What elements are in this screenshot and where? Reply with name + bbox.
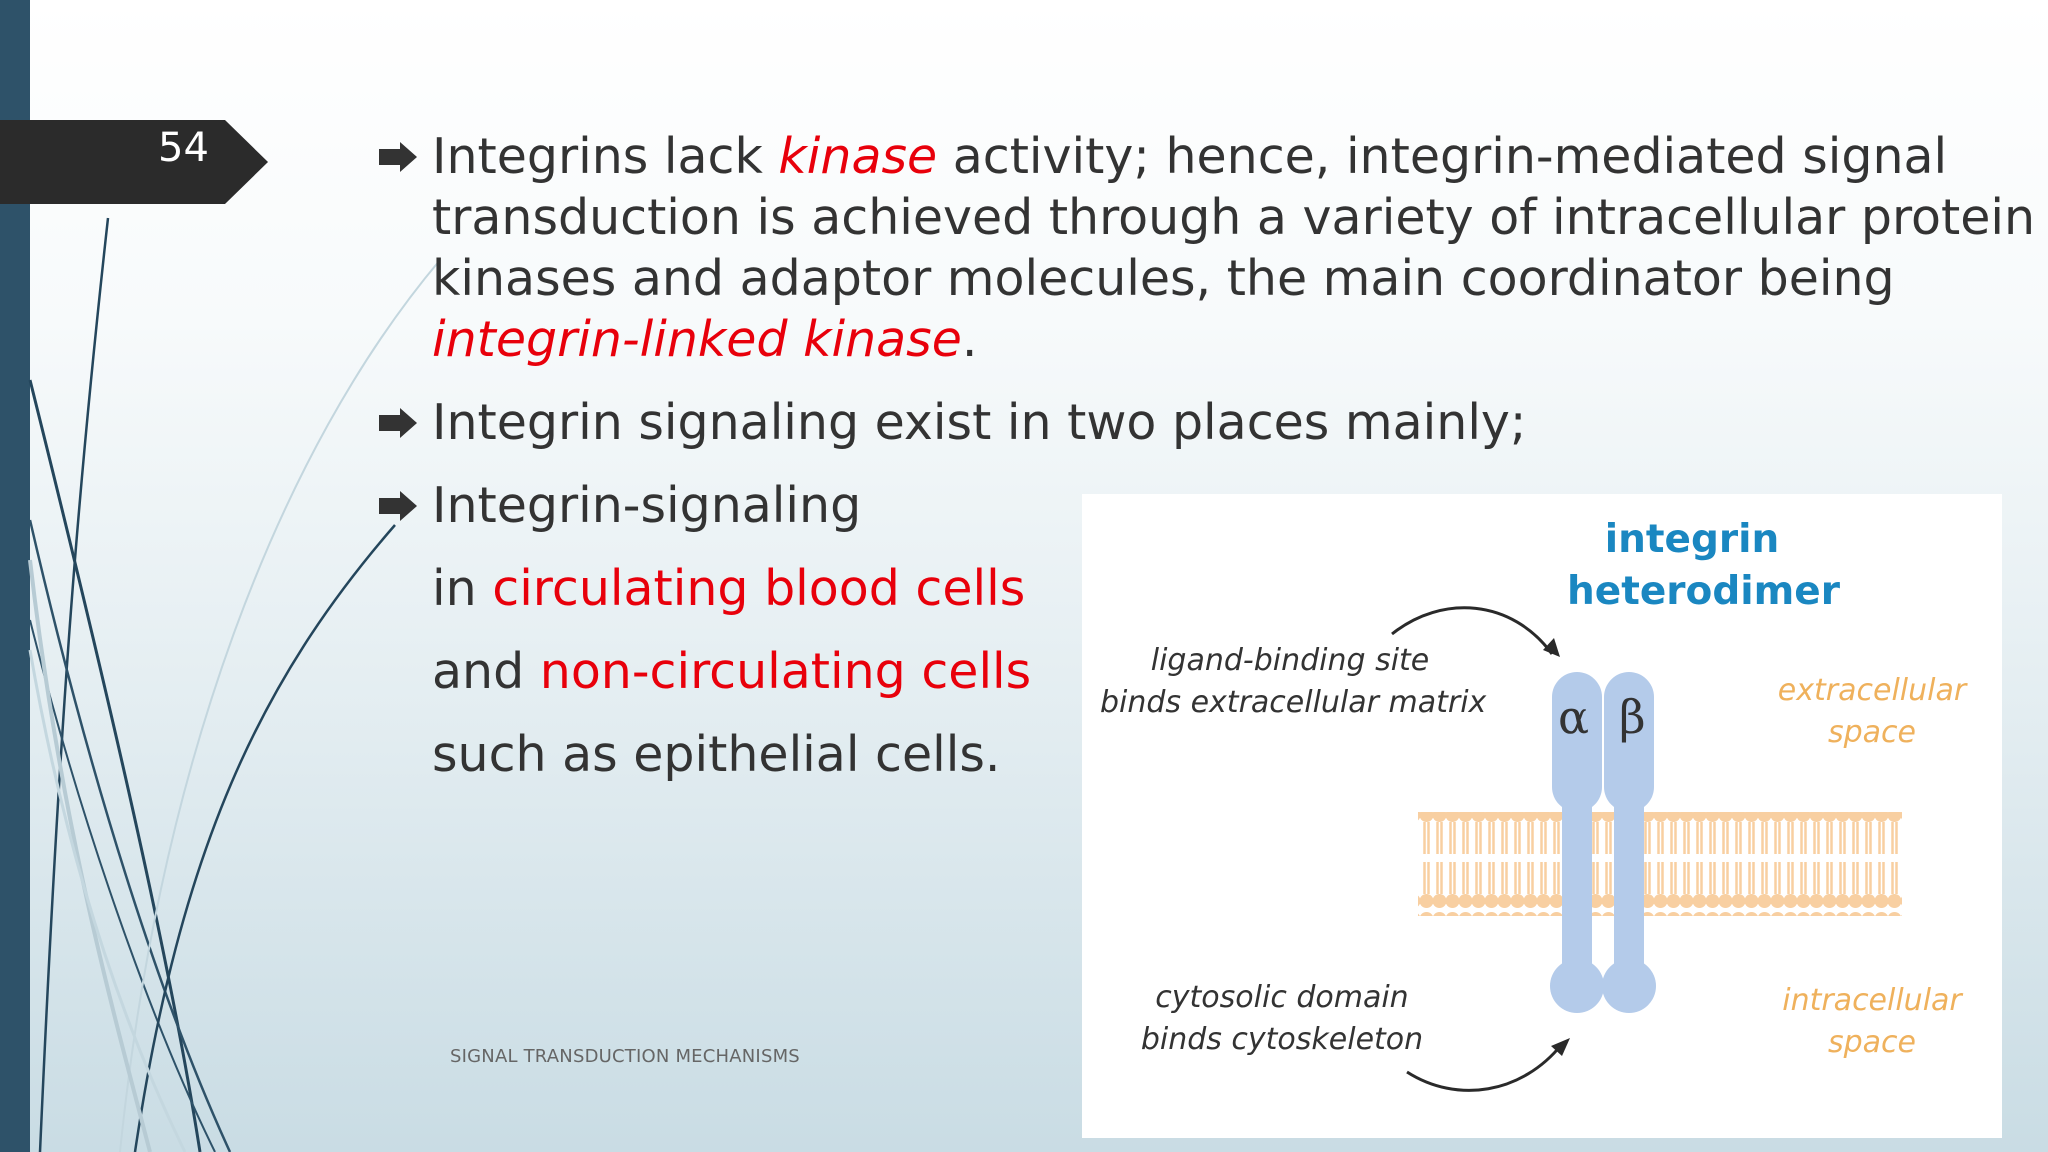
lipid-bilayer [1418, 812, 1902, 916]
kinase-highlight: kinase [778, 128, 938, 185]
cytosolic-arrow [1406, 1043, 1564, 1092]
bullet-1-text-a: Integrins lack [432, 128, 779, 185]
bullet-1-text-b: activity; hence, integrin-mediated signa… [937, 128, 1948, 185]
alpha-label: α [1558, 690, 1590, 744]
cytosolic-arrowhead-icon [1551, 1038, 1570, 1056]
bullet-2-text: Integrin signaling exist in two places m… [432, 394, 1527, 451]
cytosolic-label-line-1: cytosolic domain [1155, 980, 1409, 1015]
extracellular-label-line-2: space [1827, 715, 1916, 750]
bullet-3-in: in [432, 560, 493, 617]
ligand-arrow [1391, 606, 1554, 655]
alpha-subunit-stalk [1562, 794, 1592, 970]
bullet-1-line-2: transduction is achieved through a varie… [432, 189, 2036, 246]
page-number-tab [0, 120, 268, 204]
ligand-label-line-1: ligand-binding site [1150, 643, 1430, 678]
bullet-1-line-3: kinases and adaptor molecules, the main … [432, 250, 1895, 307]
beta-label: β [1619, 690, 1646, 744]
extracellular-label-line-1: extracellular [1777, 673, 1967, 708]
alpha-subunit-tail [1550, 959, 1604, 1013]
ligand-label-line-2: binds extracellular matrix [1100, 685, 1487, 720]
arrow-bullet-icon [379, 491, 417, 521]
circulating-blood-cells-highlight: circulating blood cells [492, 560, 1026, 617]
figure-title-line-1: integrin [1604, 517, 1780, 562]
non-circulating-cells-highlight: non-circulating cells [539, 643, 1032, 700]
arrow-bullet-icon [379, 142, 417, 172]
bullet-3-line-2: in circulating blood cells [432, 558, 1025, 619]
figure-title-line-2: heterodimer [1567, 569, 1840, 614]
ligand-arrowhead-icon [1543, 638, 1560, 657]
bullet-1-line-4: integrin-linked kinase. [432, 309, 977, 370]
bullet-1-period: . [961, 311, 978, 368]
intracellular-label-line-1: intracellular [1782, 983, 1962, 1018]
slide-footer: SIGNAL TRANSDUCTION MECHANISMS [450, 1046, 800, 1067]
beta-subunit-tail [1602, 959, 1656, 1013]
cytosolic-label-line-2: binds cytoskeleton [1140, 1022, 1424, 1057]
bullet-1-line-1: Integrins lack kinase activity; hence, i… [432, 126, 1947, 187]
bullet-3-line-1: Integrin-signaling [432, 477, 862, 534]
alpha-subunit-head [1552, 672, 1602, 812]
beta-subunit-head [1604, 672, 1654, 812]
bullet-3-and: and [432, 643, 540, 700]
integrin-heterodimer-figure: α β integrin heterodimer ligand-binding … [1082, 494, 2002, 1138]
decorative-swooshes [28, 217, 441, 1152]
bullet-3-line-3: and non-circulating cells [432, 641, 1031, 702]
page-number: 54 [158, 125, 209, 171]
bullet-3-line-4: such as epithelial cells. [432, 726, 1001, 783]
arrow-bullet-icon [379, 408, 417, 438]
integrin-linked-kinase-highlight: integrin-linked kinase [432, 311, 962, 368]
integrin-diagram-graphics [1391, 606, 1902, 1092]
beta-subunit-stalk [1614, 794, 1644, 970]
intracellular-label-line-2: space [1827, 1025, 1916, 1060]
